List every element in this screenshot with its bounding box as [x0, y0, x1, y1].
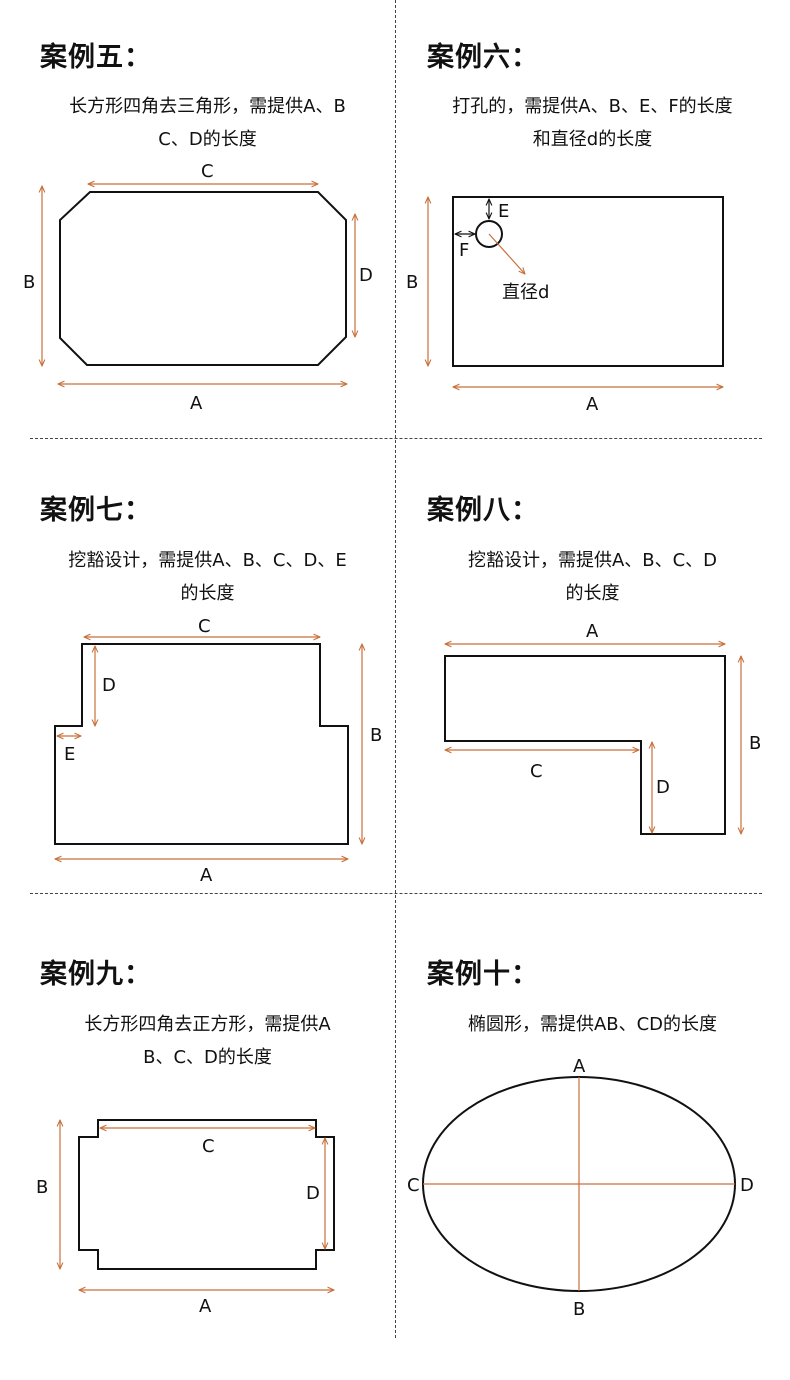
case-5-label-d: D: [359, 265, 373, 286]
case-8-shape: [444, 655, 726, 835]
case-9-label-d: D: [306, 1183, 320, 1204]
case-7-desc-line1: 挖豁设计，需提供A、B、C、D、E: [68, 550, 347, 571]
case-6-desc-line1: 打孔的，需提供A、B、E、F的长度: [452, 96, 733, 117]
horizontal-divider-1: [30, 438, 762, 439]
case-10-label-a: A: [573, 1056, 586, 1077]
case-7-label-d: D: [102, 675, 116, 696]
case-10-description: 椭圆形，需提供AB、CD的长度: [400, 1008, 785, 1041]
case-8-label-c: C: [530, 761, 543, 782]
case-8-desc-line2: 的长度: [565, 583, 620, 604]
case-5-label-a: A: [190, 393, 203, 414]
case-7-description: 挖豁设计，需提供A、B、C、D、E 的长度: [20, 544, 395, 610]
case-5-desc-line2: C、D的长度: [158, 129, 257, 150]
case-6-dim-d: [488, 233, 525, 274]
case-9-desc-line2: B、C、D的长度: [143, 1047, 272, 1068]
horizontal-divider-2: [30, 893, 762, 894]
case-7-label-b: B: [370, 725, 382, 746]
case-9-label-a: A: [199, 1296, 212, 1317]
case-10-label-d: D: [740, 1175, 754, 1196]
case-6-label-e: E: [498, 201, 509, 222]
case-5-diagram: C B D A: [23, 161, 373, 414]
case-7-shape: [54, 643, 349, 845]
case-10-diagram: A B C D: [407, 1056, 754, 1320]
case-9-label-c: C: [202, 1136, 215, 1157]
case-6-shape: [452, 196, 724, 367]
case-8-label-a: A: [586, 621, 599, 642]
case-9-label-b: B: [36, 1177, 48, 1198]
case-7-desc-line2: 的长度: [180, 583, 235, 604]
case-9-title: 案例九：: [40, 959, 152, 990]
case-5-title: 案例五：: [40, 42, 152, 73]
case-7-diagram: C D E B A: [54, 616, 382, 886]
case-10-label-c: C: [407, 1175, 420, 1196]
case-6-diagram: E F 直径d B A: [406, 196, 724, 415]
case-6-desc-line2: 和直径d的长度: [532, 129, 653, 150]
case-5-desc-line1: 长方形四角去三角形，需提供A、B: [69, 96, 346, 117]
case-6-hole: [475, 220, 503, 248]
case-6-description: 打孔的，需提供A、B、E、F的长度 和直径d的长度: [400, 90, 785, 156]
case-6-label-d: 直径d: [502, 282, 549, 303]
case-9-shape: [78, 1119, 335, 1270]
case-5-label-c: C: [201, 161, 214, 182]
case-5-description: 长方形四角去三角形，需提供A、B C、D的长度: [20, 90, 395, 156]
case-8-desc-line1: 挖豁设计，需提供A、B、C、D: [467, 550, 718, 571]
case-10-title: 案例十：: [427, 959, 539, 990]
case-5-label-b: B: [23, 272, 35, 293]
case-7-title: 案例七：: [40, 495, 152, 526]
vertical-divider: [395, 0, 396, 1338]
case-7-label-a: A: [200, 865, 213, 886]
case-8-diagram: A C D B: [444, 621, 761, 835]
case-8-description: 挖豁设计，需提供A、B、C、D 的长度: [400, 544, 785, 610]
case-6-label-a: A: [586, 394, 599, 415]
case-6-label-f: F: [459, 240, 469, 261]
case-8-label-d: D: [656, 777, 670, 798]
case-5-shape: [59, 191, 347, 366]
case-10-desc-line1: 椭圆形，需提供AB、CD的长度: [467, 1014, 718, 1035]
case-8-label-b: B: [749, 733, 761, 754]
case-6-title: 案例六：: [427, 42, 539, 73]
case-9-diagram: C D B A: [36, 1119, 335, 1317]
case-7-label-e: E: [64, 744, 75, 765]
case-9-desc-line1: 长方形四角去正方形，需提供A: [84, 1014, 331, 1035]
case-10-label-b: B: [573, 1299, 585, 1320]
case-8-title: 案例八：: [427, 495, 539, 526]
case-9-description: 长方形四角去正方形，需提供A B、C、D的长度: [20, 1008, 395, 1074]
case-6-label-b: B: [406, 272, 418, 293]
case-7-label-c: C: [198, 616, 211, 637]
